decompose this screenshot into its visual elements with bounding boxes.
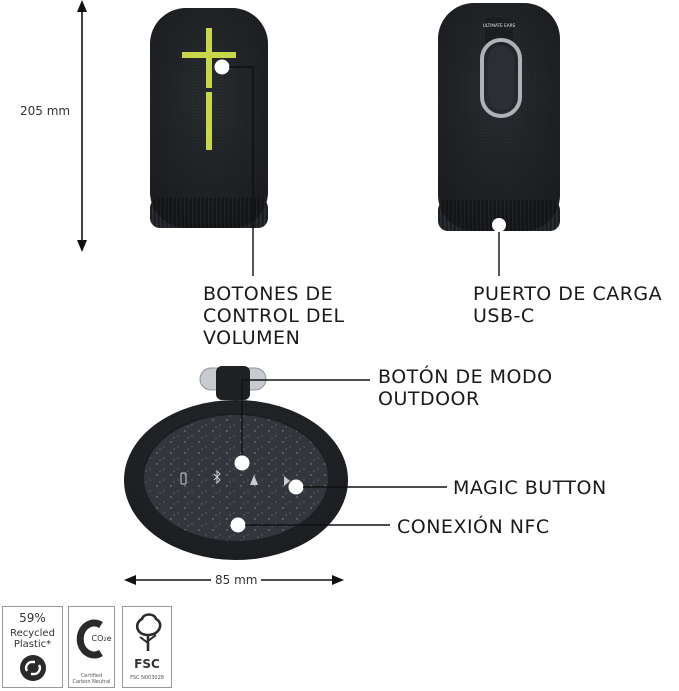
fsc-badge: FSC FSC N003028 [122,606,172,688]
recycled-line-2: Plastic* [13,639,52,650]
carbon-symbol: CO₂e [91,634,112,643]
magic-button-label: MAGIC BUTTON [453,477,607,499]
volume-buttons-marker [214,59,230,75]
charging-port-label: PUERTO DE CARGA USB-C [473,283,662,327]
magic-button-marker [288,479,304,495]
carbon-line-1: Certified [80,673,103,679]
outdoor-button-marker [234,455,250,471]
carbon-line-2: Carbon Neutral [72,679,111,685]
volume-buttons-line-2: CONTROL DEL [203,305,345,327]
speaker-back: ULTIMATE EARS [438,3,560,231]
nfc-label: CONEXIÓN NFC [397,516,550,538]
volume-buttons-line-3: VOLUMEN [203,327,301,349]
volume-minus-icon [206,92,212,150]
volume-buttons-label: BOTONES DE CONTROL DEL VOLUMEN [203,283,345,349]
outdoor-button-leader [241,379,370,455]
volume-plus-icon [182,28,236,88]
recycled-plastic-badge: 59% Recycled Plastic* [2,606,63,688]
width-label: 85 mm [211,573,262,587]
recycled-percent: 59% [19,611,46,625]
fsc-name: FSC [134,657,160,671]
volume-buttons-line-1: BOTONES DE [203,283,334,305]
height-label: 205 mm [20,104,71,118]
play-pause-icon [284,476,290,486]
charging-port-line-1: PUERTO DE CARGA [473,283,663,305]
charging-port-marker [492,218,506,232]
back-brand-text: ULTIMATE EARS [483,23,516,28]
volume-buttons-leader [229,66,254,276]
fsc-code: FSC N003028 [130,675,164,681]
recycle-icon [20,655,46,681]
charging-port-line-2: USB-C [473,305,535,327]
fsc-tree-icon [135,613,162,651]
outdoor-button-label: BOTÓN DE MODO OUTDOOR [378,366,553,410]
recycled-line-1: Recycled [10,628,55,639]
carbon-neutral-badge: CO₂e Certified Carbon Neutral [68,606,115,688]
carbon-c-icon [76,619,103,659]
bluetooth-icon [213,469,221,485]
height-dimension-arrow [77,0,87,252]
outdoor-button-line-1: BOTÓN DE MODO [378,366,553,388]
speaker-top-view [124,366,348,560]
outdoor-tree-icon [250,475,258,485]
speaker-front [150,8,268,228]
nfc-marker [230,517,246,533]
outdoor-button-line-2: OUTDOOR [378,388,480,410]
